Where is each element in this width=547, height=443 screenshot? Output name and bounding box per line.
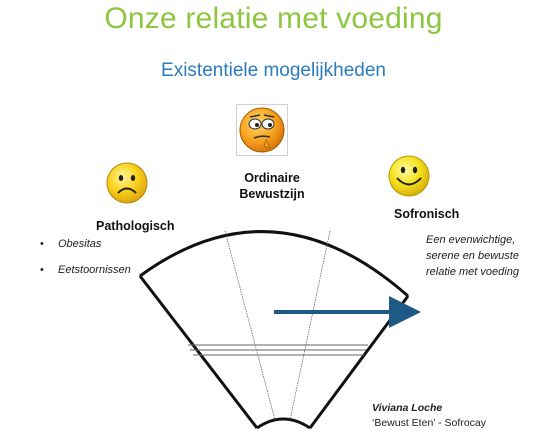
confused-face-icon: [236, 104, 288, 156]
sofronisch-description: Een evenwichtige, serene en bewuste rela…: [426, 234, 519, 278]
state-label-ordinaire-line2: Bewustzijn: [239, 187, 305, 201]
state-label-ordinaire: Ordinaire Bewustzijn: [232, 170, 312, 202]
fan-bottom-arc: [256, 417, 311, 430]
pathologisch-list: • Obesitas • Eetstoornissen: [40, 236, 131, 288]
happy-face-icon: [388, 155, 430, 197]
list-item: • Obesitas: [40, 236, 131, 262]
credit-source: ‘Bewust Eten’ - Sofrocay: [372, 417, 486, 429]
bullet-icon: •: [40, 264, 44, 276]
sad-face-icon: [106, 162, 148, 204]
list-item: • Eetstoornissen: [40, 262, 131, 288]
list-item-text: Obesitas: [58, 238, 102, 250]
state-label-sofronisch: Sofronisch: [394, 207, 460, 221]
fan-left-edge: [138, 275, 259, 429]
state-label-ordinaire-line1: Ordinaire: [244, 171, 300, 185]
bullet-icon: •: [40, 238, 44, 250]
fan-inner-line-right: [289, 230, 331, 421]
fan-inner-line-left: [224, 230, 276, 421]
page-title: Onze relatie met voeding: [104, 2, 443, 35]
fan-top-arc: [139, 230, 409, 298]
credit-name: Viviana Loche: [372, 402, 443, 414]
page-subtitle: Existentiele mogelijkheden: [161, 60, 386, 81]
list-item-text: Eetstoornissen: [58, 264, 131, 276]
state-label-pathologisch: Pathologisch: [96, 219, 175, 233]
